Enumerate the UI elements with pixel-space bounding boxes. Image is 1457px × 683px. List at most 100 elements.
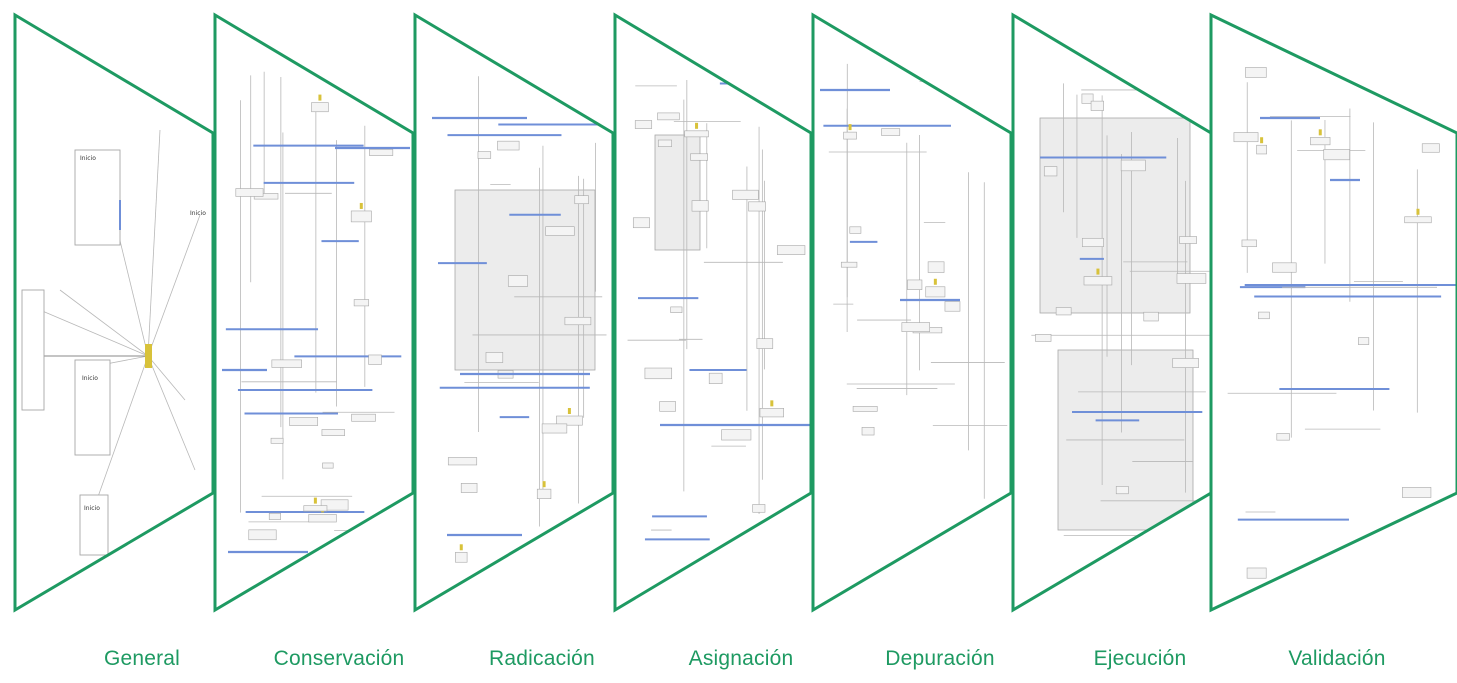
task-node: [556, 415, 583, 426]
task-node: [271, 359, 302, 368]
panel-background: [813, 15, 1011, 610]
connector-line: [39, 309, 149, 357]
decision-marker: [459, 544, 463, 551]
task-node: [748, 201, 766, 212]
task-node: [1081, 93, 1094, 104]
subprocess-box: [74, 359, 111, 456]
decision-marker: [770, 400, 774, 407]
task-node: [840, 261, 858, 268]
subprocess-group: [654, 134, 701, 251]
task-node: [634, 120, 653, 129]
connector-line: [147, 129, 161, 357]
panel-flowchart: [222, 71, 410, 554]
task-node: [351, 413, 376, 422]
task-node: [303, 505, 328, 512]
task-node: [925, 286, 946, 298]
task-node: [691, 200, 709, 212]
decision-marker: [542, 481, 546, 488]
subprocess-box: [21, 289, 45, 411]
task-node: [308, 514, 337, 523]
subprocess-box: [79, 494, 109, 556]
connector-line: [147, 355, 186, 401]
panel-background: [615, 15, 811, 610]
node-label: Inicio: [84, 505, 100, 512]
panel-frame-depuracion: [811, 12, 1013, 613]
task-node: [564, 316, 592, 326]
panel-frame-asignacion: [613, 12, 813, 613]
task-node: [460, 483, 478, 493]
task-node: [1402, 487, 1432, 498]
panel-ejecucion: [1013, 15, 1211, 610]
caption-asignacion: Asignación: [688, 647, 794, 670]
task-node: [1256, 144, 1267, 155]
task-node: [1276, 433, 1290, 441]
task-node: [901, 322, 930, 332]
task-node: [1404, 216, 1432, 224]
task-node: [1172, 358, 1199, 368]
task-node: [1358, 337, 1370, 345]
node-label: Inicio: [82, 375, 98, 382]
panel-frame-ejecucion: [1011, 12, 1213, 613]
task-node: [1043, 166, 1058, 177]
task-node: [1083, 276, 1113, 286]
task-node: [1245, 67, 1267, 78]
task-node: [1055, 307, 1072, 316]
panel-conservacion: [215, 15, 413, 610]
panel-frame-radicacion: [413, 12, 615, 613]
task-node: [849, 226, 862, 234]
task-node: [659, 401, 676, 412]
task-node: [944, 301, 961, 312]
task-node: [756, 338, 774, 349]
task-node: [752, 504, 766, 513]
decision-marker: [848, 124, 852, 131]
decision-marker: [313, 497, 317, 504]
caption-validacion: Validación: [1288, 647, 1386, 670]
decision-marker: [567, 408, 571, 415]
decision-marker: [1260, 137, 1264, 144]
panel-frame-general: [13, 12, 215, 613]
decision-marker: [1416, 208, 1420, 215]
connector-line: [147, 214, 201, 357]
task-node: [368, 354, 382, 365]
task-node: [1258, 311, 1270, 320]
decision-marker: [318, 94, 322, 101]
task-node: [536, 488, 552, 499]
task-node: [907, 279, 923, 290]
task-node: [657, 139, 672, 147]
task-node: [1421, 143, 1440, 153]
task-node: [248, 529, 277, 541]
connector-line: [147, 355, 196, 471]
panel-radicacion: [415, 15, 613, 610]
connector-line: [59, 289, 149, 357]
task-node: [657, 112, 680, 121]
task-node: [670, 306, 683, 313]
task-node: [1272, 262, 1297, 273]
task-node: [881, 128, 901, 136]
task-node: [321, 429, 345, 436]
decision-marker: [359, 202, 363, 209]
task-node: [1310, 137, 1331, 146]
task-node: [1241, 239, 1257, 248]
task-node: [1233, 132, 1259, 143]
task-node: [759, 408, 784, 418]
task-node: [350, 210, 372, 223]
task-node: [270, 437, 284, 444]
decision-marker: [1096, 268, 1100, 275]
connector-line: [93, 355, 149, 509]
panel-asignacion: [615, 15, 811, 610]
task-node: [732, 189, 759, 200]
task-node: [1143, 311, 1159, 322]
panel-flowchart: [820, 63, 1008, 499]
task-node: [268, 512, 281, 520]
task-node: [684, 130, 709, 138]
task-node: [289, 417, 319, 426]
task-node: [541, 423, 568, 434]
task-node: [690, 153, 708, 161]
task-node: [574, 195, 589, 205]
task-node: [369, 149, 394, 156]
task-node: [927, 261, 945, 273]
task-node: [1176, 273, 1207, 284]
